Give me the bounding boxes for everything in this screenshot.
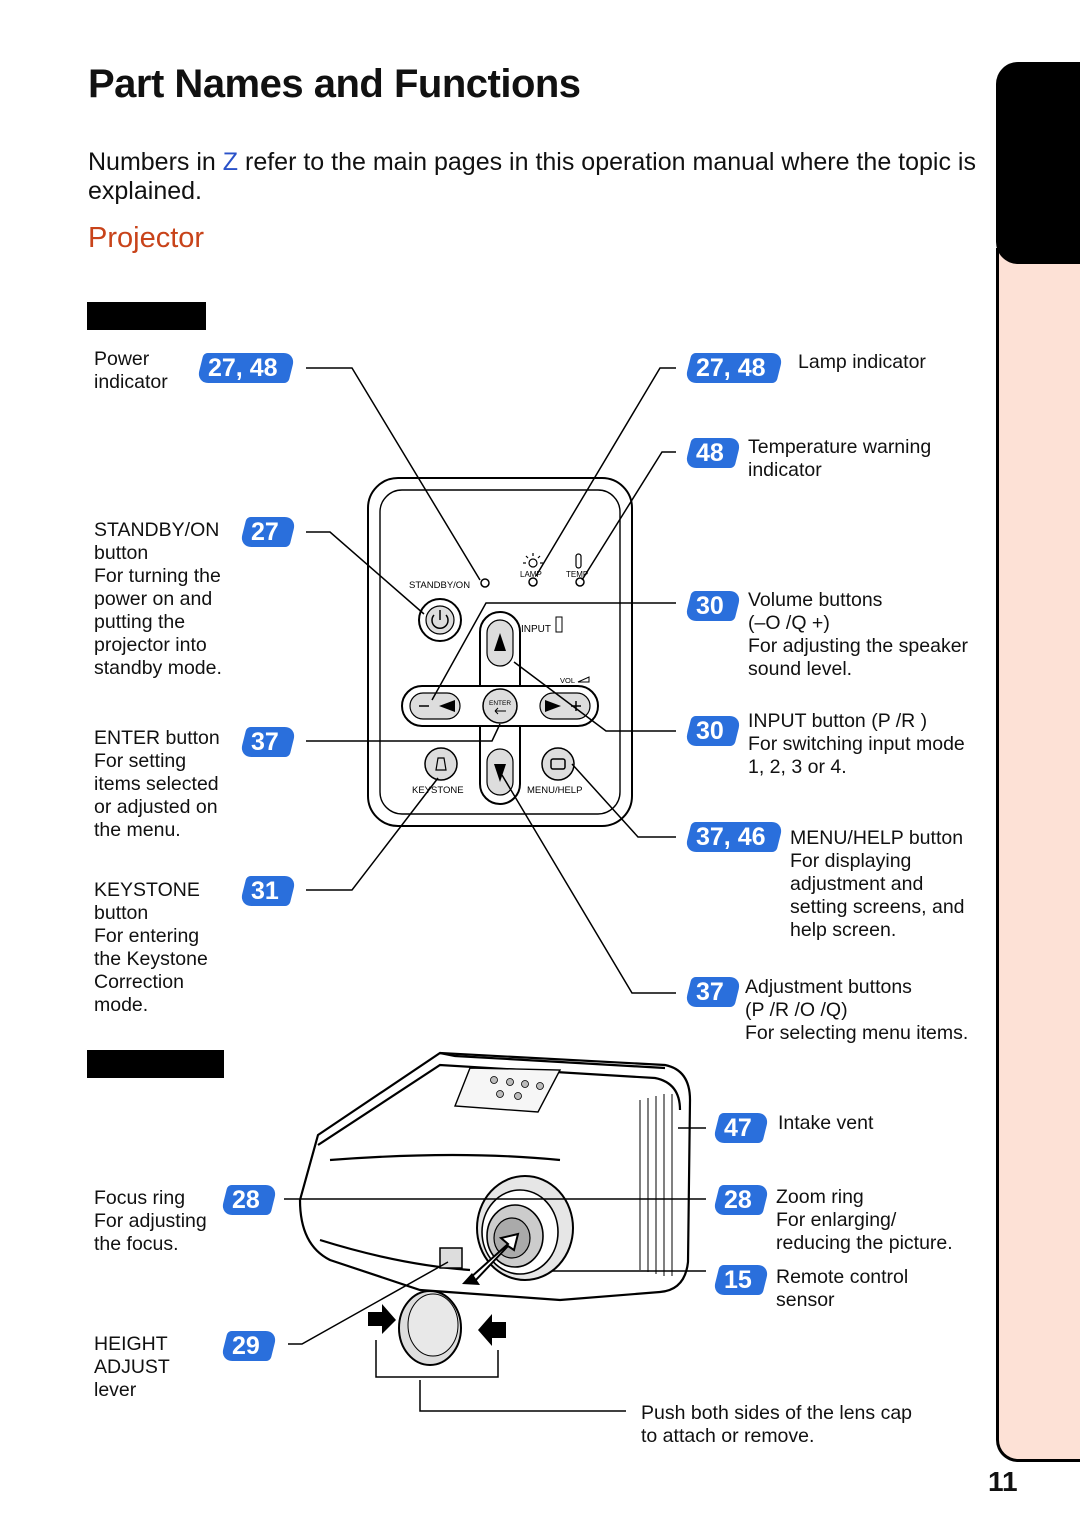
- page-title: Part Names and Functions: [88, 62, 581, 106]
- control-panel-inner: [379, 489, 621, 815]
- lamp-label: LAMP: [520, 570, 542, 579]
- push-arrow-right-icon: [478, 1314, 506, 1346]
- reference-symbol: Z: [222, 148, 239, 176]
- enter-page-badge: 37: [239, 727, 297, 757]
- temp-page-badge: 48: [684, 438, 742, 468]
- subheading-bar-top: [87, 302, 206, 330]
- keystone-page-badge: 31: [239, 876, 297, 906]
- leader-lines: [306, 367, 676, 994]
- volume-page-badge: 30: [684, 591, 742, 621]
- zoom-page-badge: 28: [712, 1185, 770, 1215]
- menu-page-badge: 37, 46: [684, 822, 784, 852]
- keystone-icon: [435, 757, 447, 771]
- height-adjust-label: HEIGHT ADJUST lever: [94, 1333, 170, 1401]
- temp-indicator-led: [575, 577, 585, 587]
- zoom-ring-label: Zoom ring For enlarging/ reducing the pi…: [776, 1186, 953, 1254]
- side-tab-header: [996, 62, 1080, 264]
- projector-leader-lines: [284, 1127, 706, 1412]
- remote-page-badge: 15: [712, 1265, 770, 1295]
- right-volume-button: [539, 692, 591, 720]
- projector-body: [298, 1051, 692, 1302]
- intro-text: Numbers in Z refer to the main pages in …: [88, 148, 976, 205]
- power-indicator-label: Power indicator: [94, 348, 168, 393]
- lamp-indicator-led: [528, 577, 538, 587]
- intake-vent: [639, 1094, 673, 1276]
- remote-sensor-label: Remote control sensor: [776, 1266, 909, 1311]
- focus-page-badge: 28: [220, 1185, 278, 1215]
- temp-warning-label: Temperature warning indicator: [748, 436, 932, 481]
- power-page-badge: 27, 48: [196, 353, 296, 383]
- lamp-indicator-label: Lamp indicator: [798, 351, 926, 373]
- standby-page-badge: 27: [239, 517, 297, 547]
- temp-label: TEMP: [566, 570, 588, 579]
- side-tab-panel: [996, 248, 1080, 1462]
- page-number: 11: [988, 1466, 1018, 1497]
- standby-label: STANDBY/ON: [409, 580, 470, 591]
- input-label: INPUT: [521, 624, 551, 635]
- vol-label: VOL: [560, 676, 575, 685]
- keystone-button: [424, 747, 458, 781]
- projector-top-panel: [453, 1067, 562, 1113]
- cap-direction-arrow: [468, 1232, 520, 1284]
- enter-label: ENTER: [489, 700, 511, 707]
- down-arrow-icon: [494, 764, 506, 782]
- focus-ring-label: Focus ring For adjusting the focus.: [94, 1187, 207, 1255]
- left-volume-button: [409, 692, 461, 720]
- right-arrow-icon: [545, 700, 561, 712]
- standby-button-label: STANDBY/ON button For turning the power …: [94, 519, 222, 679]
- intake-page-badge: 47: [712, 1113, 770, 1143]
- volume-icon: [577, 676, 590, 683]
- subheading-bar-bottom: [87, 1050, 224, 1078]
- keystone-button-label: KEYSTONE button For entering the Keyston…: [94, 879, 208, 1016]
- input-icon: [555, 616, 563, 633]
- lamp-page-badge: 27, 48: [684, 353, 784, 383]
- intake-vent-label: Intake vent: [778, 1112, 874, 1134]
- enter-button: [482, 688, 518, 724]
- adjustment-buttons-label: Adjustment buttons (P /R /O /Q) For sele…: [745, 976, 969, 1044]
- up-arrow-icon: [494, 633, 506, 651]
- volume-buttons-label: Volume buttons (–O /Q +) For adjusting t…: [748, 589, 969, 680]
- adjust-page-badge: 37: [684, 977, 742, 1007]
- power-indicator-led: [480, 578, 490, 588]
- enter-icon: [494, 707, 506, 715]
- keystone-label: KEYSTONE: [412, 785, 464, 796]
- power-icon: [431, 614, 449, 630]
- section-heading: Projector: [88, 222, 205, 254]
- left-arrow-icon: [439, 700, 455, 712]
- lens-cap-bracket: [375, 1340, 499, 1378]
- menu-icon: [550, 758, 566, 770]
- input-button-label: INPUT button (P /R ) For switching input…: [748, 710, 965, 778]
- height-page-badge: 29: [220, 1331, 278, 1361]
- thermometer-icon: [575, 553, 582, 569]
- control-panel-outline: [367, 477, 633, 827]
- menu-help-label: MENU/HELP: [527, 785, 582, 796]
- enter-button-label: ENTER button For setting items selected …: [94, 727, 220, 841]
- lens-cap-instruction: Push both sides of the lens cap to attac…: [641, 1402, 913, 1447]
- input-page-badge: 30: [684, 716, 742, 746]
- menu-help-button: [541, 747, 575, 781]
- menu-help-button-label: MENU/HELP button For displaying adjustme…: [790, 827, 965, 941]
- push-arrow-left-icon: [368, 1304, 396, 1334]
- lamp-icon: [523, 553, 543, 568]
